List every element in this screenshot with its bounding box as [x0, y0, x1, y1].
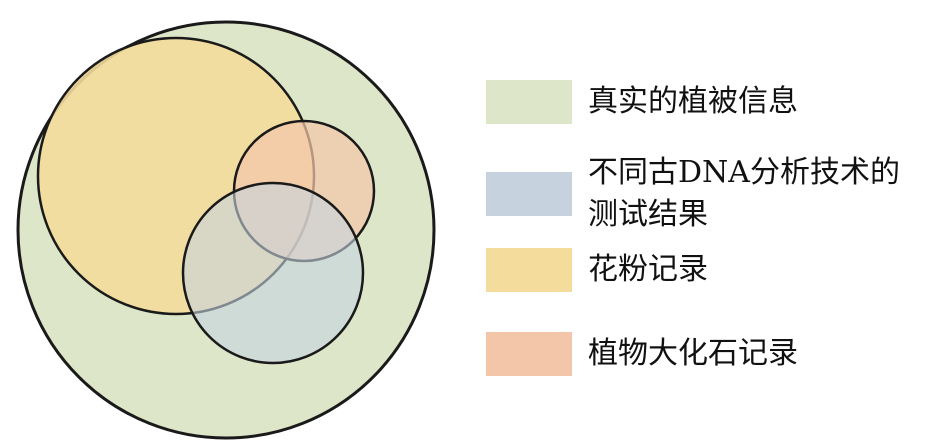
legend-label-pollen: 花粉记录 [588, 252, 708, 287]
legend-swatch-pollen [486, 248, 572, 292]
venn-diagram [16, 20, 436, 440]
legend-swatch-real-vegetation [486, 80, 572, 124]
legend-swatch-ancient-dna [486, 172, 572, 216]
legend-item-ancient-dna: 不同古DNA分析技术的 测试结果 [486, 152, 900, 236]
legend-item-pollen: 花粉记录 [486, 248, 708, 292]
legend-label-macrofossil: 植物大化石记录 [588, 336, 798, 371]
legend-swatch-macrofossil [486, 332, 572, 376]
legend-item-macrofossil: 植物大化石记录 [486, 332, 798, 376]
legend-label-real-vegetation: 真实的植被信息 [588, 84, 798, 119]
legend-label-ancient-dna: 不同古DNA分析技术的 测试结果 [588, 155, 900, 232]
circle-ancient-dna-results [181, 181, 365, 365]
legend-item-real-vegetation: 真实的植被信息 [486, 80, 798, 124]
